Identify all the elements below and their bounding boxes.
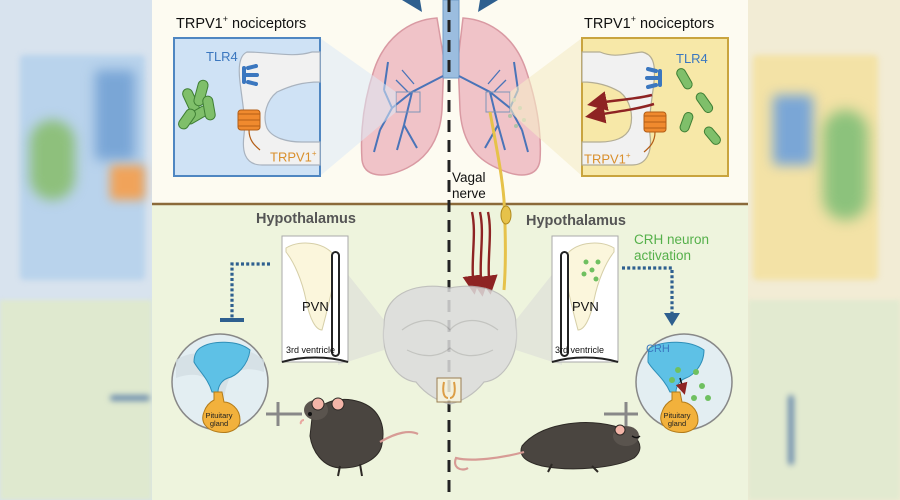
diagram-svg xyxy=(152,0,748,500)
pvn-region-right xyxy=(564,242,615,331)
trpv1-channel-left xyxy=(237,109,261,151)
blurred-channel xyxy=(110,165,145,200)
neuron-terminal-left xyxy=(238,51,321,166)
tlr4-receptor-left xyxy=(242,64,259,86)
brain-hypothalamus-inset xyxy=(436,377,462,403)
crh-release-dots xyxy=(669,367,711,401)
pituitary-stalk-left xyxy=(202,391,241,433)
ventricle-label-right: 3rd ventricle xyxy=(555,345,605,355)
blurred-receptor xyxy=(95,70,135,160)
lungs xyxy=(360,0,542,176)
pvn-label-right: PVN xyxy=(572,299,599,314)
blurred-bacteria xyxy=(823,110,868,220)
tlr4-receptor-right xyxy=(645,67,662,89)
right-lung xyxy=(457,17,542,176)
tlr4-label-right: TLR4 xyxy=(676,51,708,66)
blurred-right-margin xyxy=(748,0,900,500)
trpv1-label-right: TRPV1+ xyxy=(584,151,631,167)
pvn-region-left xyxy=(285,242,336,331)
hypothalamus-label-right: Hypothalamus xyxy=(526,213,626,229)
bacteria-right xyxy=(676,68,721,145)
signal-arrows-right xyxy=(585,91,655,124)
brain-coronal xyxy=(382,285,518,405)
main-panel: TRPV1+ nociceptors TRPV1+ nociceptors TL… xyxy=(152,0,748,500)
left-heading: TRPV1+ nociceptors xyxy=(176,14,307,32)
top-arrow-left xyxy=(402,0,422,12)
median-eminence-left xyxy=(193,341,251,393)
tlr4-label-left: TLR4 xyxy=(206,49,238,64)
projection-right xyxy=(516,262,562,365)
activation-arrowhead xyxy=(664,313,680,326)
trpv1-channel-right xyxy=(643,111,667,153)
left-lung xyxy=(360,17,445,176)
blurred-left-margin xyxy=(0,0,152,500)
blurred-bacteria xyxy=(30,120,75,200)
descending-arrows xyxy=(462,211,498,297)
right-hypothalamus-panel xyxy=(551,235,619,363)
mouse-alert xyxy=(299,397,419,477)
bracket-left xyxy=(266,402,302,426)
projection-left xyxy=(338,262,384,365)
blurred-receptor xyxy=(773,95,813,165)
inhibition-arrow xyxy=(230,262,270,318)
ventricle-label-left: 3rd ventricle xyxy=(286,345,336,355)
bracket-right xyxy=(604,402,638,426)
left-nociceptor-box xyxy=(173,37,321,177)
connector-right xyxy=(510,38,582,176)
top-arrow-right xyxy=(478,0,498,12)
pituitary-label-right: Pituitary gland xyxy=(663,411,691,428)
ventricle-right xyxy=(560,251,569,357)
pituitary-label-left: Pituitary gland xyxy=(205,411,233,428)
bacteria-cluster-left xyxy=(178,79,216,130)
activation-arrow xyxy=(622,266,674,315)
blurred-arrow xyxy=(788,395,794,465)
vagal-ganglion xyxy=(500,205,512,225)
pvn-label-left: PVN xyxy=(302,299,329,314)
hypothalamus-label-left: Hypothalamus xyxy=(256,211,356,227)
blurred-bottom xyxy=(748,300,900,500)
trachea xyxy=(442,0,460,79)
connector-left xyxy=(320,38,396,176)
pituitary-stalk-right xyxy=(660,391,699,433)
crh-label: CRH xyxy=(646,343,670,355)
right-pituitary-inset xyxy=(635,333,733,433)
right-nociceptor-box xyxy=(581,37,729,177)
ventricle-left xyxy=(331,251,340,357)
neuron-terminal-right xyxy=(581,51,656,166)
crh-neuron-dots xyxy=(581,259,601,282)
crh-release-arrow xyxy=(675,377,688,395)
blurred-arrow xyxy=(110,395,150,401)
left-pituitary-inset xyxy=(171,333,269,433)
vagal-nerve xyxy=(488,111,507,291)
mouse-lethargic xyxy=(454,422,641,473)
right-heading: TRPV1+ nociceptors xyxy=(584,14,715,32)
trpv1-label-left: TRPV1+ xyxy=(270,149,317,165)
left-hypothalamus-panel xyxy=(281,235,349,363)
